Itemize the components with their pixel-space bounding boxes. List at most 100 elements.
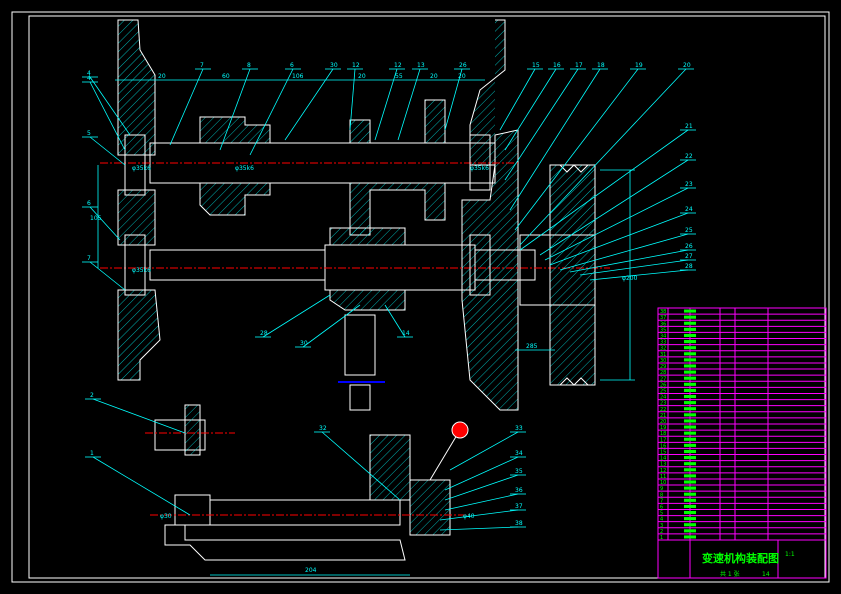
leader-line	[321, 431, 401, 501]
parts-list-name-cell	[684, 309, 696, 313]
parts-list-item-number: 35	[660, 327, 666, 333]
leader-line	[374, 68, 398, 141]
parts-list-name-cell	[684, 486, 696, 490]
parts-list-item-number: 7	[660, 498, 663, 504]
dim-top-6: 20	[430, 73, 438, 80]
dim-bore-2: φ35k6	[235, 165, 254, 172]
parts-list-item-number: 16	[660, 443, 666, 449]
leader-line	[444, 68, 463, 131]
dimension-lines	[97, 79, 555, 576]
parts-list-item-number: 1	[660, 535, 663, 541]
callout-right-7: 28	[685, 263, 693, 270]
leader-line	[499, 68, 536, 131]
parts-list-name-cell	[684, 364, 696, 368]
callout-left-2: 6	[87, 200, 91, 207]
parts-list-name-cell	[684, 352, 696, 356]
parts-list-name-cell	[684, 462, 696, 466]
parts-list-item-number: 36	[660, 321, 666, 327]
parts-list-name-cell	[684, 517, 696, 521]
parts-list-item-number: 33	[660, 340, 666, 346]
callout-lower_right-5: 37	[515, 503, 523, 510]
parts-list-name-cell	[684, 376, 696, 380]
parts-list-item-number: 19	[660, 425, 666, 431]
dim-bore-1: φ35k6	[132, 165, 151, 172]
parts-list-item-number: 20	[660, 419, 666, 425]
parts-list-item-number: 18	[660, 431, 666, 437]
parts-list-item-number: 24	[660, 395, 666, 401]
parts-list-name-cell	[684, 498, 696, 502]
parts-list-name-cell	[684, 523, 696, 527]
parts-list: 3837363534333231302928272625242322212019…	[658, 308, 826, 541]
leader-line	[449, 431, 519, 471]
parts-list-item-number: 22	[660, 407, 666, 413]
leader-line	[444, 456, 519, 491]
dim-center-distance: 105	[90, 215, 102, 222]
callout-top-2: 8	[247, 62, 251, 69]
parts-list-name-cell	[684, 437, 696, 441]
parts-list-name-cell	[684, 327, 696, 331]
callout-right-5: 26	[685, 243, 693, 250]
leader-line	[169, 68, 204, 146]
parts-list-name-cell	[684, 370, 696, 374]
leader-line	[384, 304, 406, 338]
callout-lower_left-1: 1	[90, 450, 94, 457]
leader-line	[569, 249, 689, 273]
dim-bore-3: φ35k6	[132, 267, 151, 274]
parts-list-item-number: 34	[660, 334, 666, 340]
parts-list-name-cell	[684, 407, 696, 411]
callout-left-0: 4	[87, 75, 91, 82]
parts-list-item-number: 13	[660, 462, 666, 468]
callout-lower_left-0: 2	[90, 392, 94, 399]
callout-top-7: 13	[417, 62, 425, 69]
dim-pulley-dia: φ200	[622, 275, 638, 282]
parts-list-name-cell	[684, 333, 696, 338]
parts-list-item-number: 6	[660, 504, 663, 510]
callout-top-1: 7	[200, 62, 204, 69]
lower-shaft	[100, 227, 610, 311]
parts-list-item-number: 12	[660, 468, 666, 474]
outer-border	[11, 11, 830, 583]
leader-line	[249, 68, 294, 156]
parts-list-item-number: 38	[660, 309, 666, 315]
parts-list-name-cell	[684, 388, 696, 392]
leader-line	[509, 68, 601, 211]
dim-top-7: 20	[458, 73, 466, 80]
parts-list-item-number: 23	[660, 401, 666, 407]
drawing-title: 变速机构装配图	[702, 551, 779, 565]
callout-top-8: 26	[459, 62, 467, 69]
parts-list-name-cell	[684, 510, 696, 515]
parts-list-item-number: 5	[660, 511, 663, 517]
parts-list-name-cell	[684, 443, 696, 447]
leader-line	[92, 398, 186, 434]
callout-middle-1: 30	[300, 340, 308, 347]
callout-lower_right-6: 38	[515, 520, 523, 527]
sheet-label: 共 1 张	[720, 570, 740, 578]
parts-list-name-cell	[684, 425, 696, 429]
title-block: 3837363534333231302928272625242322212019…	[657, 307, 827, 579]
dim-bore-4: φ35k6	[470, 165, 489, 172]
leader-line	[439, 526, 519, 531]
housing	[117, 19, 519, 411]
callout-right-2: 23	[685, 181, 693, 188]
dimension-text: 20 60 106 20 55 20 20 105 φ35k6 φ35k6 φ3…	[90, 73, 638, 574]
parts-list-name-cell	[684, 413, 696, 417]
dim-bottom-length: 204	[305, 567, 317, 574]
callout-top-3: 6	[290, 62, 294, 69]
leader-line	[544, 187, 689, 261]
parts-list-item-number: 3	[660, 523, 663, 529]
callout-middle-2: 14	[402, 330, 410, 337]
parts-list-item-number: 27	[660, 376, 666, 382]
parts-list-item-number: 2	[660, 529, 663, 535]
parts-list-name-cell	[684, 468, 696, 472]
parts-list-item-number: 29	[660, 364, 666, 370]
leader-line	[89, 81, 126, 151]
parts-list-item-number: 28	[660, 370, 666, 376]
parts-list-name-cell	[684, 431, 696, 435]
parts-list-item-number: 25	[660, 388, 666, 394]
bearings	[124, 134, 491, 296]
leader-line	[504, 68, 557, 151]
leader-line	[444, 493, 519, 511]
callout-right-4: 25	[685, 227, 693, 234]
parts-list-name-cell	[684, 449, 696, 454]
